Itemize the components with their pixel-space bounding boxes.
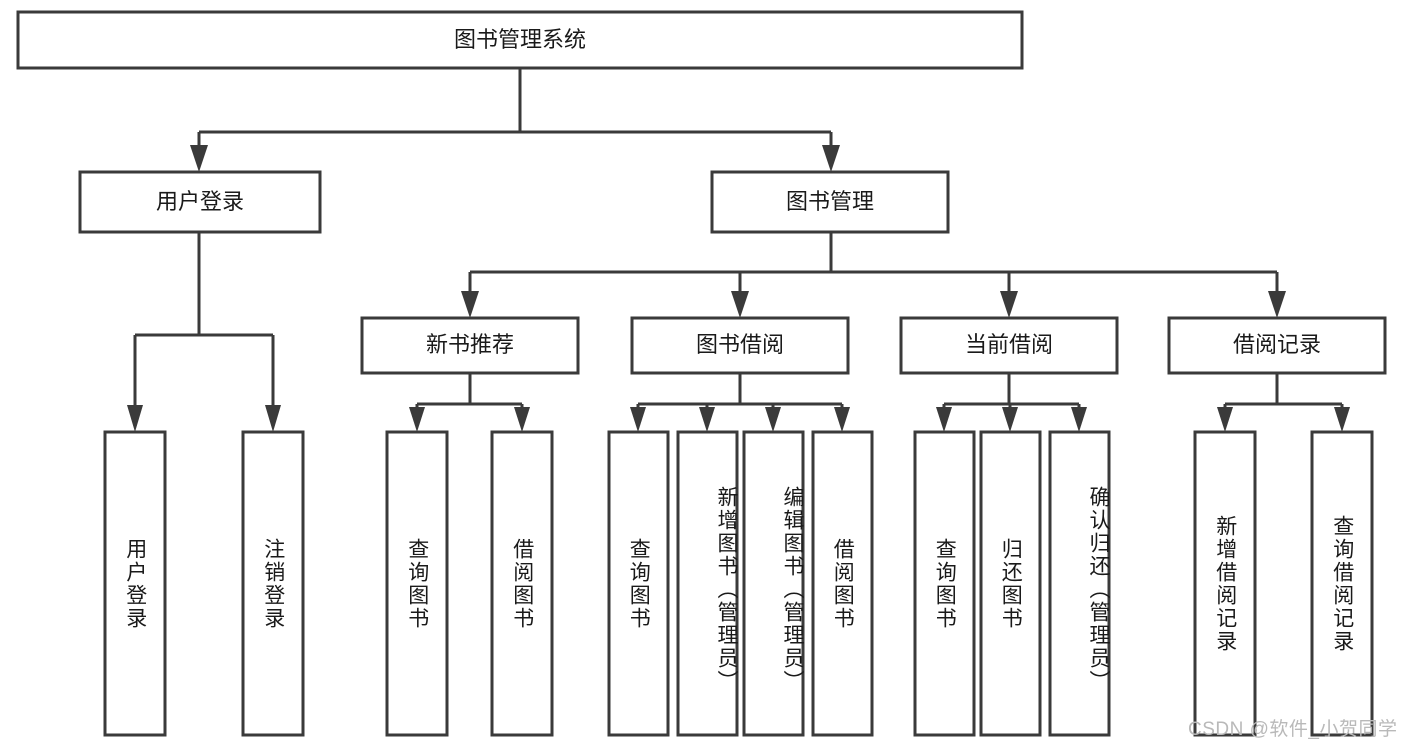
arrow-head-leaf-query-book-2 bbox=[630, 407, 646, 432]
arrow-head-leaf-add-record bbox=[1217, 407, 1233, 432]
connector-group-current-borrow bbox=[936, 373, 1087, 432]
arrow-head-user-login bbox=[190, 145, 208, 172]
node-label-borrow-record: 借阅记录 bbox=[1233, 332, 1321, 357]
connector-group-user-login bbox=[127, 232, 281, 432]
arrow-head-leaf-query-book-3 bbox=[936, 407, 952, 432]
arrow-head-borrow-record bbox=[1268, 291, 1286, 318]
connector-group-root bbox=[190, 68, 840, 172]
arrow-head-leaf-logout-login bbox=[265, 405, 281, 432]
connector-group-borrow-record bbox=[1217, 373, 1350, 432]
node-label-user-login: 用户登录 bbox=[156, 189, 244, 214]
node-label-new-book-recommend: 新书推荐 bbox=[426, 332, 514, 357]
node-label-current-borrow: 当前借阅 bbox=[965, 332, 1053, 357]
node-box-leaf-query-book-3[interactable] bbox=[913, 430, 976, 737]
node-box-leaf-query-book-1[interactable] bbox=[385, 430, 449, 737]
arrow-head-book-borrow bbox=[731, 291, 749, 318]
node-box-leaf-add-book[interactable] bbox=[676, 430, 739, 737]
node-box-leaf-confirm-return[interactable] bbox=[1048, 430, 1111, 737]
arrow-head-leaf-user-login bbox=[127, 405, 143, 432]
node-box-leaf-add-record[interactable] bbox=[1193, 430, 1257, 737]
arrow-head-current-borrow bbox=[1000, 291, 1018, 318]
node-box-leaf-query-record[interactable] bbox=[1310, 430, 1374, 737]
node-box-root[interactable] bbox=[16, 10, 1024, 70]
arrow-head-leaf-query-book-1 bbox=[409, 407, 425, 432]
node-label-book-management: 图书管理 bbox=[786, 189, 874, 214]
arrow-head-book-management bbox=[822, 145, 840, 172]
arrow-head-leaf-query-record bbox=[1334, 407, 1350, 432]
arrow-head-leaf-edit-book bbox=[765, 407, 781, 432]
arrow-head-leaf-borrow-book-1 bbox=[514, 407, 530, 432]
node-box-book-management[interactable] bbox=[710, 170, 950, 234]
node-box-leaf-query-book-2[interactable] bbox=[607, 430, 670, 737]
arrow-head-leaf-confirm-return bbox=[1071, 407, 1087, 432]
node-box-borrow-record[interactable] bbox=[1167, 316, 1387, 375]
connector-group-book-borrow bbox=[630, 373, 850, 432]
arrow-head-leaf-add-book bbox=[699, 407, 715, 432]
node-box-user-login[interactable] bbox=[78, 170, 322, 234]
arrow-head-new-book-recommend bbox=[461, 291, 479, 318]
arrow-head-leaf-borrow-book-2 bbox=[834, 407, 850, 432]
arrow-head-leaf-return-book bbox=[1002, 407, 1018, 432]
node-box-current-borrow[interactable] bbox=[899, 316, 1119, 375]
node-box-new-book-recommend[interactable] bbox=[360, 316, 580, 375]
node-box-leaf-borrow-book-1[interactable] bbox=[490, 430, 554, 737]
connector-group-book-management bbox=[461, 232, 1286, 318]
watermark-text: CSDN @软件_小贺同学 bbox=[1188, 719, 1398, 740]
node-box-leaf-edit-book[interactable] bbox=[742, 430, 805, 737]
node-box-leaf-user-login[interactable] bbox=[103, 430, 167, 737]
node-label-book-borrow: 图书借阅 bbox=[696, 332, 784, 357]
node-box-leaf-logout-login[interactable] bbox=[241, 430, 305, 737]
node-box-book-borrow[interactable] bbox=[630, 316, 850, 375]
node-box-leaf-return-book[interactable] bbox=[979, 430, 1042, 737]
connector-group-new-book-recommend bbox=[409, 373, 530, 432]
node-box-leaf-borrow-book-2[interactable] bbox=[811, 430, 874, 737]
node-label-root: 图书管理系统 bbox=[454, 27, 586, 52]
